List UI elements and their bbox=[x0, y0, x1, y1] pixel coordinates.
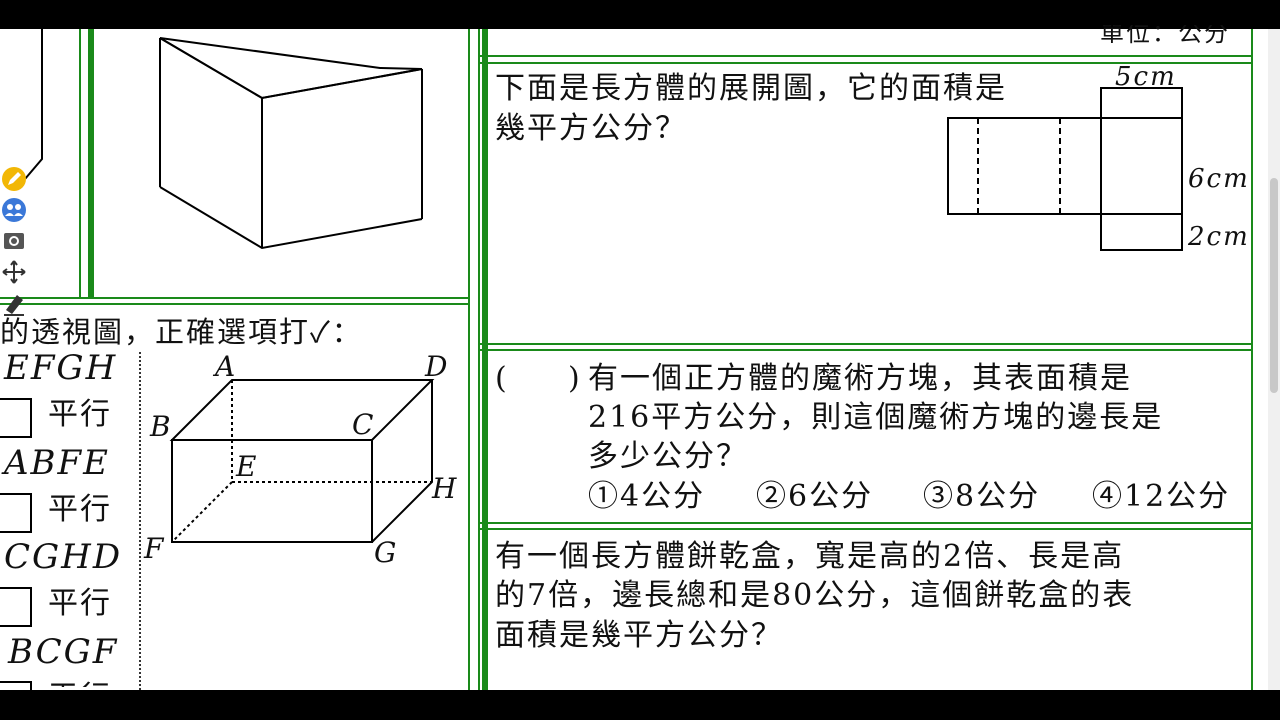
frame-line bbox=[79, 29, 81, 299]
frame-line bbox=[478, 55, 1253, 57]
answer-checkbox[interactable] bbox=[0, 587, 32, 627]
vertex-c: C bbox=[352, 408, 376, 441]
choice-label: 平行 bbox=[48, 586, 112, 621]
previous-figure-fragment bbox=[24, 29, 43, 180]
option-3: ③8公分 bbox=[923, 479, 1041, 514]
face-label-efgh: EFGH bbox=[4, 348, 118, 388]
scrollbar-thumb[interactable] bbox=[1270, 178, 1278, 393]
unit-label: 單位：公分 bbox=[1100, 19, 1230, 47]
frame-line bbox=[468, 29, 470, 690]
dim-6cm: 6cm bbox=[1188, 164, 1250, 194]
paren-close: ) bbox=[568, 361, 582, 396]
vertex-h: H bbox=[432, 472, 459, 505]
frame-line bbox=[1251, 29, 1253, 690]
camera-icon bbox=[4, 233, 24, 249]
cube-question-line2: 216平方公分，則這個魔術方塊的邊長是 bbox=[588, 400, 1164, 435]
box-question-line3: 面積是幾平方公分？ bbox=[495, 618, 783, 653]
bottom-black-bar bbox=[0, 690, 1280, 720]
dim-2cm: 2cm bbox=[1188, 222, 1250, 252]
choice-label: 平行 bbox=[48, 397, 112, 432]
move-tool[interactable] bbox=[0, 258, 28, 286]
dotted-divider bbox=[139, 352, 141, 690]
frame-line bbox=[478, 343, 1253, 345]
vertex-a: A bbox=[215, 350, 238, 383]
vertex-f: F bbox=[144, 532, 166, 565]
people-icon bbox=[2, 198, 26, 222]
face-label-abfe: ABFE bbox=[4, 443, 110, 483]
option-1: ①4公分 bbox=[588, 479, 706, 514]
frame-line bbox=[478, 522, 1253, 524]
box-question-line2: 的7倍，邊長總和是80公分，這個餅乾盒的表 bbox=[495, 578, 1135, 613]
vertex-b: B bbox=[150, 410, 173, 443]
net-question-line1: 下面是長方體的展開圖，它的面積是 bbox=[495, 71, 1007, 106]
option-4: ④12公分 bbox=[1092, 479, 1231, 514]
choice-label: 平行 bbox=[48, 492, 112, 527]
vertex-e: E bbox=[236, 450, 259, 483]
pencil-icon bbox=[2, 167, 26, 191]
eraser-tool[interactable] bbox=[0, 289, 28, 317]
move-icon bbox=[2, 260, 26, 284]
perspective-title: 的透視圖，正確選項打✓： bbox=[0, 315, 363, 349]
frame-line bbox=[0, 297, 470, 299]
cube-question-line1: 有一個正方體的魔術方塊，其表面積是 bbox=[588, 361, 1132, 396]
frame-line bbox=[478, 349, 1253, 351]
frame-line bbox=[478, 528, 1253, 530]
frame-line bbox=[88, 29, 94, 299]
vertex-d: D bbox=[425, 350, 450, 383]
option-2: ②6公分 bbox=[756, 479, 874, 514]
answer-checkbox[interactable] bbox=[0, 681, 32, 693]
frame-line bbox=[0, 303, 470, 305]
face-label-cghd: CGHD bbox=[4, 537, 123, 577]
box-question-line1: 有一個長方體餅乾盒，寬是高的2倍、長是高 bbox=[495, 539, 1125, 574]
choice-label: 平行 bbox=[48, 679, 112, 687]
frame-line bbox=[478, 62, 1253, 64]
paren-open: ( bbox=[495, 361, 509, 396]
top-black-bar bbox=[0, 0, 1280, 29]
cuboid-figure bbox=[169, 379, 435, 543]
answer-checkbox[interactable] bbox=[0, 493, 32, 533]
net-diagram bbox=[947, 87, 1183, 251]
people-tool[interactable] bbox=[0, 196, 28, 224]
answer-checkbox[interactable] bbox=[0, 398, 32, 438]
frame-line bbox=[478, 29, 480, 690]
eraser-icon bbox=[4, 295, 24, 316]
cube-question-line3: 多少公分？ bbox=[588, 439, 748, 474]
cube-figure bbox=[159, 37, 423, 250]
camera-tool[interactable] bbox=[0, 227, 28, 255]
frame-line bbox=[482, 29, 488, 690]
dim-5cm: 5cm bbox=[1115, 62, 1177, 92]
net-question-line2: 幾平方公分？ bbox=[495, 111, 687, 146]
pencil-tool[interactable] bbox=[0, 165, 28, 193]
face-label-bcgf: BCGF bbox=[8, 632, 119, 672]
vertex-g: G bbox=[374, 536, 399, 569]
